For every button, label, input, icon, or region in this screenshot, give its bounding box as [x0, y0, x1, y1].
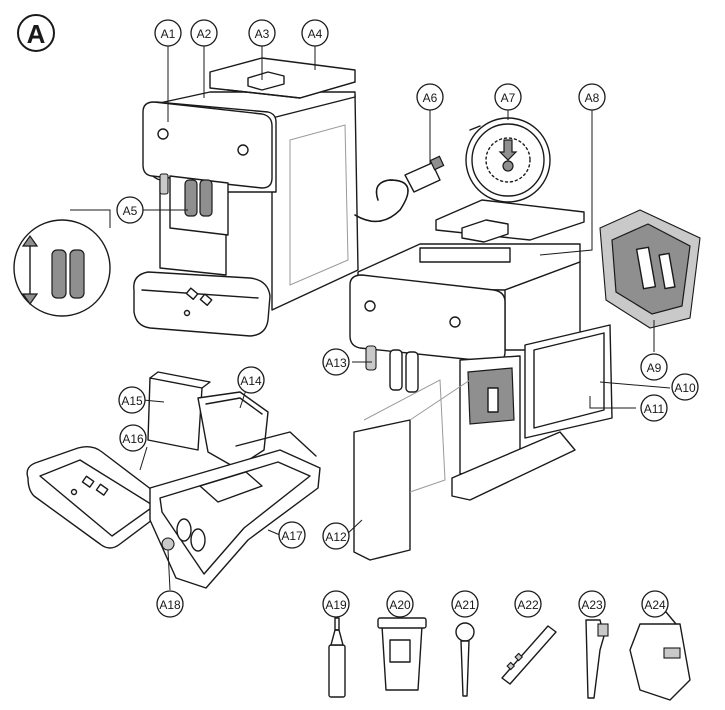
brew-group	[599, 209, 701, 329]
callout-label: A14	[240, 374, 262, 388]
callout-label: A11	[644, 402, 665, 416]
callout-label: A12	[325, 530, 347, 544]
callout-a9: A9	[640, 353, 668, 381]
drip-tray-assembly	[26, 371, 321, 589]
callout-label: A19	[325, 598, 347, 612]
callout-a18: A18	[156, 590, 184, 618]
svg-text:A: A	[27, 19, 46, 49]
callout-circle	[301, 19, 329, 47]
callout-circle	[641, 590, 669, 618]
inset-spout-adjust	[13, 209, 111, 317]
callout-a7: A7	[494, 83, 522, 111]
callout-label: A5	[123, 204, 138, 218]
coffee-machine-front-view	[133, 57, 359, 337]
callout-circle	[578, 83, 606, 111]
callout-circle	[514, 590, 542, 618]
callout-circle	[386, 590, 414, 618]
leader-lines	[138, 46, 671, 618]
callout-a12: A12	[322, 522, 350, 550]
callout-circle	[116, 196, 144, 224]
callout-label: A7	[501, 91, 516, 105]
callout-circle	[451, 590, 479, 618]
callout-circle	[416, 83, 444, 111]
callout-circle	[154, 19, 182, 47]
callout-a2: A2	[190, 19, 218, 47]
callout-a10: A10	[671, 373, 699, 401]
callout-label: A22	[517, 598, 539, 612]
callout-a24: A24	[641, 590, 669, 618]
callout-circle	[119, 424, 147, 452]
callout-label: A3	[255, 27, 270, 41]
callout-a6: A6	[416, 83, 444, 111]
callout-label: A9	[647, 361, 662, 375]
callout-a3: A3	[248, 19, 276, 47]
callout-label: A16	[122, 432, 144, 446]
callout-a22: A22	[514, 590, 542, 618]
callout-label: A18	[159, 598, 181, 612]
callout-circle	[248, 19, 276, 47]
callout-circle	[190, 19, 218, 47]
water-hardness-test-strip	[501, 625, 557, 685]
accessories	[328, 611, 691, 701]
callout-a4: A4	[301, 19, 329, 47]
callout-label: A21	[454, 598, 476, 612]
callout-a13: A13	[322, 348, 350, 376]
callout-a11: A11	[640, 394, 668, 422]
water-filter	[377, 617, 427, 691]
figure-label: A	[17, 14, 55, 52]
grease-tube	[328, 617, 346, 698]
coffee-machine-open-view	[349, 199, 613, 561]
callout-a14: A14	[237, 366, 265, 394]
power-cord	[354, 155, 445, 223]
callout-label: A15	[121, 394, 143, 408]
callout-label: A10	[674, 381, 696, 395]
callout-circle	[156, 590, 184, 618]
callout-label: A6	[423, 91, 438, 105]
callout-circle	[578, 590, 606, 618]
milk-container	[629, 611, 691, 701]
callout-a15: A15	[118, 386, 146, 414]
callout-a21: A21	[451, 590, 479, 618]
callout-label: A1	[161, 27, 176, 41]
grinder-dial	[465, 117, 551, 203]
callout-circle	[118, 386, 146, 414]
callout-label: A4	[308, 27, 323, 41]
measuring-scoop	[455, 622, 475, 697]
callout-a17: A17	[278, 521, 306, 549]
callout-label: A8	[585, 91, 600, 105]
callout-a8: A8	[578, 83, 606, 111]
callout-label: A13	[325, 356, 347, 370]
callout-circle	[322, 348, 350, 376]
callout-circle	[671, 373, 699, 401]
callout-circle	[322, 522, 350, 550]
milk-tube-connector	[585, 619, 609, 699]
callout-a19: A19	[322, 590, 350, 618]
callout-label: A23	[581, 598, 603, 612]
callout-circle	[322, 590, 350, 618]
callout-a20: A20	[386, 590, 414, 618]
callout-label: A2	[197, 27, 212, 41]
callout-a23: A23	[578, 590, 606, 618]
callout-a16: A16	[119, 424, 147, 452]
callout-a1: A1	[154, 19, 182, 47]
callout-circle	[494, 83, 522, 111]
callout-label: A24	[644, 598, 666, 612]
callout-circle	[640, 394, 668, 422]
callout-circle	[640, 353, 668, 381]
callout-a5: A5	[116, 196, 144, 224]
callout-label: A20	[389, 598, 411, 612]
callout-circle	[278, 521, 306, 549]
callout-label: A17	[281, 529, 303, 543]
callout-circle	[237, 366, 265, 394]
